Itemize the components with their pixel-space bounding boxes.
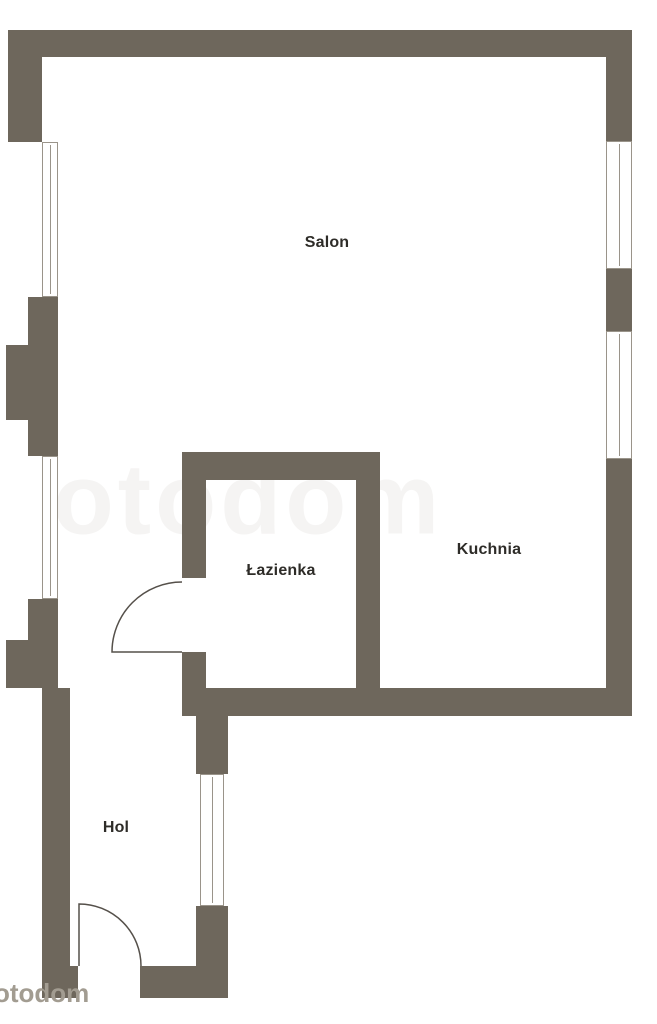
window-pane — [49, 145, 51, 294]
window-pane — [618, 144, 620, 266]
wall-hol-right-lower — [196, 906, 228, 966]
wall-bathroom-right — [356, 480, 380, 688]
wall-hol-bottom-right — [140, 966, 228, 998]
wall-left-pilaster-upper — [6, 345, 58, 420]
wall-left-pilaster-lower — [6, 640, 58, 688]
wall-hol-bottom-left — [42, 966, 78, 998]
room-label-hol: Hol — [102, 819, 130, 836]
window-pane — [618, 334, 620, 456]
window-pane — [211, 777, 213, 903]
wall-top — [8, 30, 632, 57]
window-right-upper — [606, 141, 632, 269]
window-left-lower — [42, 456, 58, 599]
wall-hol-left — [42, 688, 70, 998]
wall-left-lower — [28, 599, 58, 640]
window-left-upper — [42, 142, 58, 297]
wall-right-lower — [606, 459, 632, 716]
wall-bottom-main — [182, 688, 632, 716]
room-label-lazienka: Łazienka — [246, 562, 316, 579]
room-label-kuchnia: Kuchnia — [456, 541, 522, 558]
wall-left-mid — [28, 420, 58, 456]
wall-hol-right-upper — [196, 716, 228, 774]
hol-door-arc — [78, 903, 142, 967]
wall-bathroom-top — [182, 452, 380, 480]
wall-bathroom-left-upper — [182, 480, 206, 578]
window-hol-right — [200, 774, 224, 906]
wall-left-upper — [8, 30, 42, 142]
wall-left-between-windows — [28, 297, 58, 345]
wall-right-upper — [606, 57, 632, 141]
window-pane — [49, 459, 51, 596]
room-label-salon: Salon — [304, 234, 350, 251]
watermark-corner: otodom — [0, 978, 90, 1008]
wall-bathroom-left-lower — [182, 652, 206, 688]
window-right-lower — [606, 331, 632, 459]
wall-right-between-windows — [606, 269, 632, 331]
